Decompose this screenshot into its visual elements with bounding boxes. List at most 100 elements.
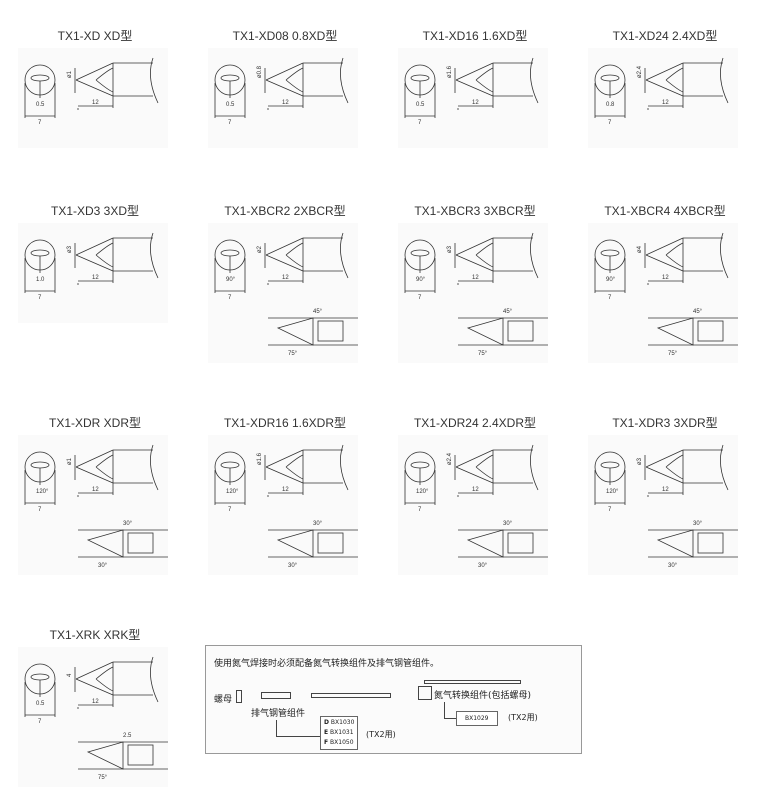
tip-shaft-outline — [492, 232, 539, 283]
tip-base: 7 — [38, 295, 42, 301]
tip-taper-line — [75, 254, 114, 272]
tip-drawing-svg: 1.0 7 ø3 12 — [24, 232, 159, 301]
tip-length: 12 — [472, 275, 479, 281]
side-view-body — [127, 532, 154, 554]
tip-drawing-svg: 0.5 7 ø1.6 12 — [404, 57, 539, 126]
tip-drawing-svg: 120° 7 ø1.6 12 30° 30° — [214, 444, 358, 569]
tip-bevel-curve — [285, 67, 304, 93]
tip-drawing-svg: 90° 7 ø2 12 75° 45° — [214, 232, 358, 357]
part-f: F BX1050 — [324, 738, 354, 748]
tip-shaft-outline — [112, 656, 159, 707]
tip-diameter: ø2.4 — [447, 452, 453, 465]
part-e: E BX1031 — [324, 728, 354, 738]
converter-label: 氮气转换组件(包括螺母) — [434, 691, 532, 701]
tip-diameter: ø1 — [67, 70, 73, 78]
tip-base: 7 — [418, 295, 422, 301]
tip-angle-2: 45° — [313, 309, 323, 315]
converter-rod-icon — [424, 680, 521, 684]
tip-drawing-svg: 120° 7 ø1 12 30° 30° — [24, 444, 168, 569]
tip-title: TX1-XD XD型 — [57, 29, 133, 43]
nut-icon — [236, 690, 242, 703]
tip-end-face — [410, 74, 430, 82]
tip-diameter: ø2.4 — [637, 65, 643, 78]
nitrogen-note: 使用氮气焊接时必须配备氮气转换组件及排气钢管组件。 — [214, 659, 440, 669]
tip-side-view: 30° 30° — [268, 521, 358, 569]
side-view-body — [507, 532, 534, 554]
tip-drawing-svg: 90° 7 ø3 12 75° 45° — [404, 232, 548, 357]
tip-angle-1: 75° — [288, 351, 298, 357]
tip-drawing: 1.0 7 ø3 12 — [18, 223, 168, 323]
tip-length: 12 — [662, 275, 669, 281]
tip-length: 12 — [282, 100, 289, 106]
tip-angle-1: 75° — [478, 351, 488, 357]
tip-end-face — [30, 673, 50, 681]
tip-angle-2: 45° — [693, 309, 703, 315]
tip-drawing: 0.5 7 ø0.8 12 — [208, 48, 358, 148]
tip-drawing: 120° 7 ø2.4 12 30° 30° — [398, 435, 548, 575]
tip-taper-line — [455, 449, 494, 468]
side-view-body — [697, 320, 724, 342]
tip-shaft-outline — [302, 232, 349, 283]
tip-spec: TX1-XD24 2.4XD型 0.8 7 ø2.4 12 — [570, 28, 760, 148]
tip-angle-2: 2.5 — [123, 733, 132, 739]
nut-label: 螺母 — [214, 695, 233, 705]
leader-line — [276, 720, 277, 736]
tip-taper-line — [265, 254, 304, 272]
tip-angle-1: 75° — [98, 775, 108, 781]
tip-length: 12 — [92, 699, 99, 705]
tip-base: 7 — [418, 120, 422, 126]
side-view-body — [697, 532, 724, 554]
tip-taper-line — [645, 79, 684, 97]
tip-title: TX1-XDR3 3XDR型 — [612, 416, 718, 430]
tip-angle-2: 30° — [313, 521, 323, 527]
tip-end-face — [220, 249, 240, 257]
tip-end-face — [600, 74, 620, 82]
side-view-bevel — [466, 529, 504, 558]
tip-bevel-curve — [665, 242, 684, 268]
tip-drawing: 0.5 7 ø1 12 — [18, 48, 168, 148]
tip-bevel-curve — [95, 242, 114, 268]
tip-width: 120° — [606, 489, 619, 495]
tip-base: 7 — [608, 120, 612, 126]
tip-side-view: 75° 45° — [458, 309, 548, 357]
tip-title: TX1-XD24 2.4XD型 — [612, 29, 718, 43]
tip-diameter: ø0.8 — [257, 65, 263, 78]
tip-taper-line — [455, 254, 494, 272]
tip-width: 90° — [416, 277, 426, 283]
tip-shaft-outline — [492, 57, 539, 108]
tip-diameter: ø3 — [67, 245, 73, 253]
side-view-body — [317, 320, 344, 342]
side-view-bevel — [276, 317, 314, 346]
tip-drawing: 120° 7 ø1.6 12 30° 30° — [208, 435, 358, 575]
tip-drawing: 90° 7 ø4 12 75° 45° — [588, 223, 738, 363]
side-view-body — [507, 320, 534, 342]
leader-line — [444, 702, 445, 718]
part-e-key: E — [324, 729, 329, 736]
tip-width: 0.5 — [36, 102, 45, 108]
exhaust-part-list: D BX1030 E BX1031 F BX1050 — [320, 716, 359, 750]
tip-title: TX1-XD16 1.6XD型 — [422, 29, 528, 43]
tip-drawing-svg: 0.8 7 ø2.4 12 — [594, 57, 729, 126]
exhaust-tube-icon — [261, 692, 291, 699]
tip-spec: TX1-XDR XDR型 120° 7 ø1 12 30° 30° — [0, 415, 190, 575]
tip-drawing-svg: 0.5 7 4 12 75° 2.5 — [24, 656, 168, 781]
tip-drawing: 90° 7 ø2 12 75° 45° — [208, 223, 358, 363]
tip-taper-line — [645, 466, 684, 484]
tip-spec: TX1-XD16 1.6XD型 0.5 7 ø1.6 12 — [380, 28, 570, 148]
tip-end-face — [30, 461, 50, 469]
tip-bevel-curve — [665, 67, 684, 93]
tip-side-view: 75° 2.5 — [78, 733, 168, 781]
tip-base: 7 — [418, 507, 422, 513]
tip-side-view: 30° 30° — [78, 521, 168, 569]
tip-spec: TX1-XBCR3 3XBCR型 90° 7 ø3 12 75° 45° — [380, 203, 570, 363]
tip-title: TX1-XBCR2 2XBCR型 — [224, 204, 346, 218]
tip-shaft-outline — [112, 444, 159, 495]
tip-end-face — [410, 461, 430, 469]
tip-side-view: 30° 30° — [648, 521, 738, 569]
tip-diameter: ø1 — [67, 457, 73, 465]
tip-bevel-curve — [475, 242, 494, 268]
tip-drawing: 0.5 7 4 12 75° 2.5 — [18, 647, 168, 787]
tip-spec: TX1-XBCR4 4XBCR型 90° 7 ø4 12 75° 45° — [570, 203, 760, 363]
tx2-label: (TX2用) — [366, 730, 396, 739]
side-view-bevel — [276, 529, 314, 558]
